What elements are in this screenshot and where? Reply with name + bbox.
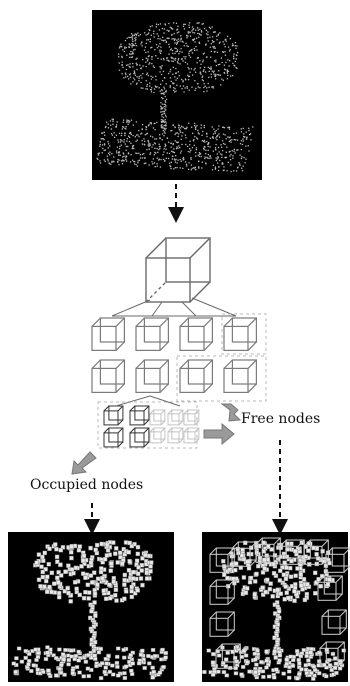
gray-arrow-down-left xyxy=(71,451,97,475)
tree-edges-level2 xyxy=(115,395,181,407)
occupied-nodes-label: Occupied nodes xyxy=(30,477,144,493)
root-cube-icon xyxy=(145,237,211,303)
bottom-left-occupied-image xyxy=(8,532,174,682)
level2-cubes xyxy=(91,317,257,393)
tree-edges-level1 xyxy=(111,297,237,317)
gray-arrow-occupied xyxy=(203,422,235,446)
top-point-cloud-image xyxy=(92,10,262,180)
bottom-right-free-image xyxy=(202,532,350,682)
level3-cubes xyxy=(103,405,200,448)
free-nodes-label: Free nodes xyxy=(241,411,321,427)
gray-arrow-free xyxy=(220,403,242,422)
free-node-subtree-boxes xyxy=(97,313,267,449)
